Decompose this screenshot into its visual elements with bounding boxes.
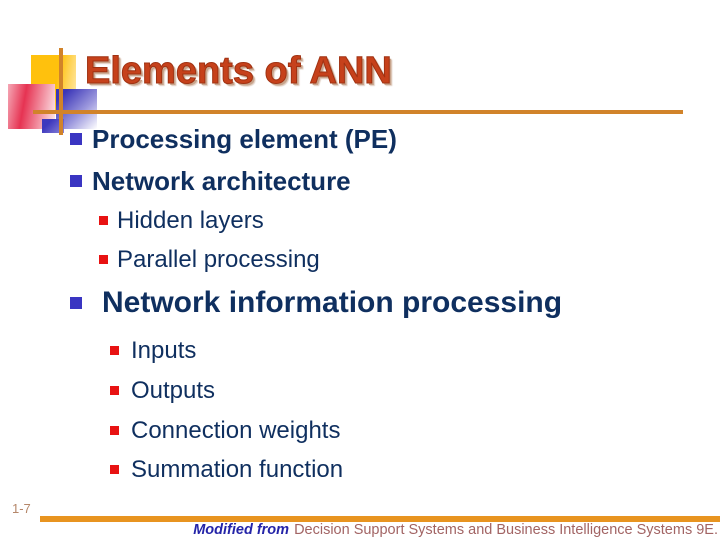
bullet-item-outputs: Outputs [110,377,215,405]
red-square-bullet-icon [99,216,108,225]
footer-bar [40,516,720,522]
red-square-bullet-icon [110,426,119,435]
bullet-label: Processing element (PE) [92,124,397,154]
blue-square-bullet-icon [70,297,82,309]
bullet-item-parallel-processing: Parallel processing [99,246,320,274]
red-square-bullet-icon [110,386,119,395]
red-square-bullet-icon [110,346,119,355]
bullet-label: Summation function [131,456,344,483]
bullet-label: Network information processing [102,286,563,319]
bullet-item-network-architecture: Network architecture [70,166,351,197]
bullet-label: Connection weights [131,417,341,444]
title-underline [33,110,683,114]
bullet-item-summation-function: Summation function [110,456,343,484]
logo-vertical-line [59,48,63,135]
red-square-bullet-icon [110,465,119,474]
blue-square-bullet-icon [70,133,82,145]
bullet-label: Network architecture [92,166,351,196]
bullet-item-processing-element: Processing element (PE) [70,124,397,155]
bullet-item-connection-weights: Connection weights [110,417,340,445]
bullet-label: Outputs [131,377,216,404]
red-square-bullet-icon [99,255,108,264]
blue-square-bullet-icon [70,175,82,187]
bullet-item-inputs: Inputs [110,337,196,365]
bullet-item-network-information-processing: Network information processing [70,286,562,321]
bullet-label: Hidden layers [117,207,264,234]
logo-small-blue-square-icon [42,119,64,133]
page-title: Elements of ANN [85,50,393,93]
page-number: 1-7 [12,501,31,516]
footer-credit-prefix: Modified from [193,522,290,538]
bullet-item-hidden-layers: Hidden layers [99,207,264,235]
bullet-label: Inputs [131,337,197,364]
footer-credit-text: Decision Support Systems and Business In… [294,522,718,538]
bullet-label: Parallel processing [117,246,320,273]
